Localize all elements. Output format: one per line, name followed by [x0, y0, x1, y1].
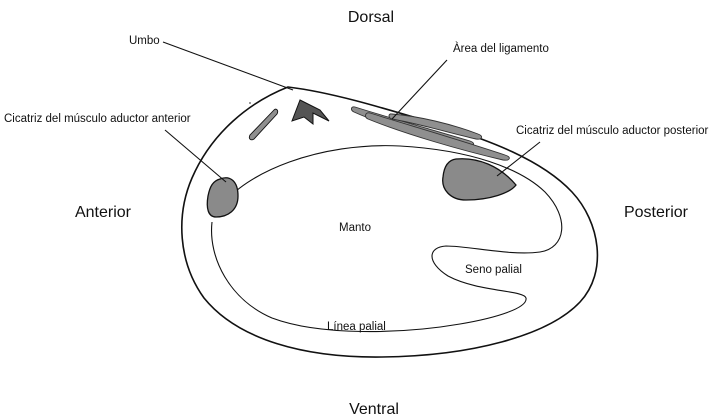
posterior-label: Posterior	[624, 204, 689, 221]
pallial-line-label: Línea palial	[327, 321, 386, 333]
pallial-sinus-label: Seno palial	[465, 264, 522, 276]
shell-speck	[249, 102, 251, 104]
posterior-adductor-scar-label: Cicatriz del músculo aductor posterior	[516, 125, 709, 137]
mantle-label: Manto	[339, 222, 371, 234]
dorsal-label: Dorsal	[348, 9, 394, 26]
ventral-label: Ventral	[349, 401, 399, 418]
anterior-adductor-scar-label: Cicatriz del músculo aductor anterior	[4, 113, 191, 125]
umbo-leader-line	[163, 42, 293, 90]
ligament-area-label: Àrea del ligamento	[453, 42, 549, 55]
ligament-leader-line	[392, 60, 447, 119]
anterior-label: Anterior	[75, 204, 132, 221]
umbo-label: Umbo	[129, 35, 160, 47]
